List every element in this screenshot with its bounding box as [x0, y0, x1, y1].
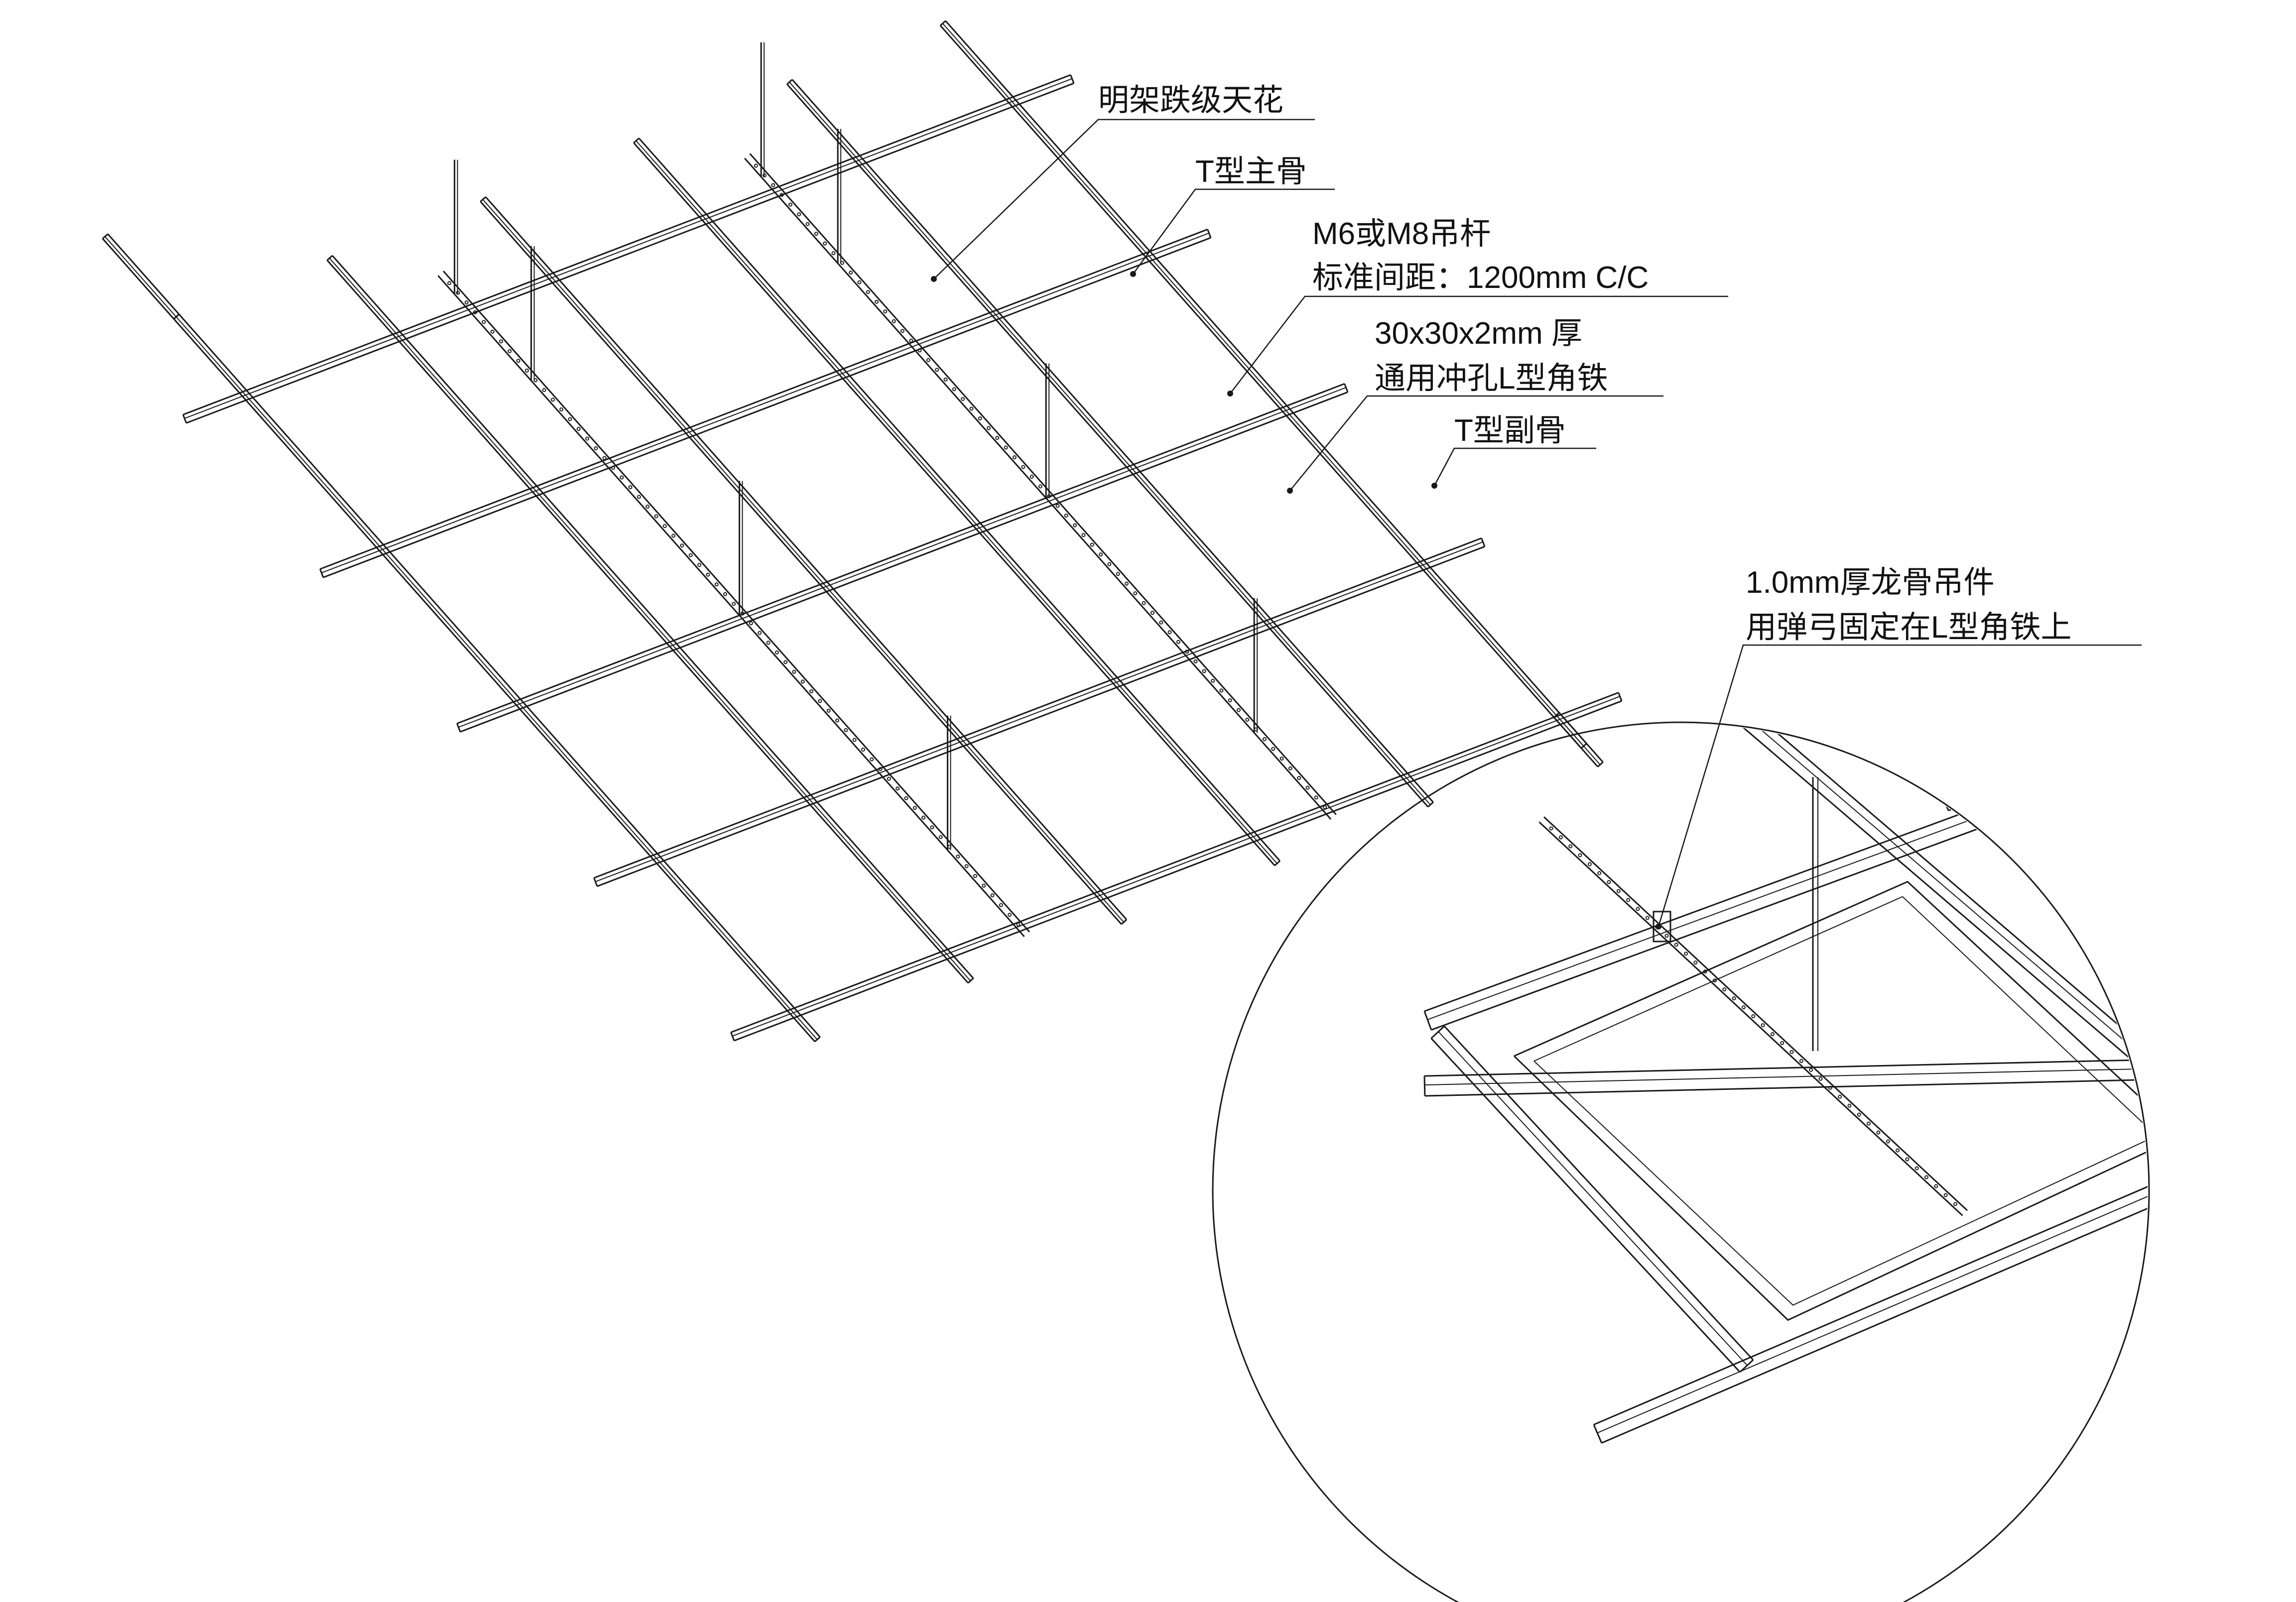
label-angle-iron-2: 通用冲孔L型角铁 — [1375, 361, 1608, 396]
cross-tee — [326, 255, 974, 984]
detail-cross-tee — [1941, 724, 2148, 811]
detail-punched-angle — [1538, 816, 1968, 1216]
detail-main-runner — [1423, 724, 2148, 1031]
leader-open-frame — [933, 119, 1315, 279]
cross-tee — [633, 137, 1280, 866]
leader-cross-tee — [1433, 447, 1596, 486]
leader-arrow — [1130, 271, 1136, 277]
label-hanger-rod-2: 标准间距：1200mm C/C — [1312, 261, 1649, 295]
leader-main-runner — [1132, 188, 1335, 274]
detail-main-runner — [1423, 1055, 2148, 1097]
main-runner — [182, 74, 1075, 424]
punched-angle — [744, 153, 1337, 820]
label-hanger-clip-2: 用弹弓固定在L型角铁上 — [1746, 610, 2071, 645]
detail-content — [1423, 724, 2148, 1444]
cross-tee — [173, 313, 821, 1043]
cross-tee — [102, 233, 180, 320]
leader-arrow — [1656, 924, 1661, 930]
detail-circle — [1212, 721, 2150, 1602]
detail-cross-tee — [1430, 1025, 1754, 1373]
label-angle-iron-1: 30x30x2mm 厚 — [1375, 316, 1582, 351]
detail-cross-tee — [1741, 724, 2148, 1110]
punched-angle — [437, 270, 1030, 937]
label-hanger-rod-1: M6或M8吊杆 — [1312, 217, 1491, 251]
cross-tee — [786, 79, 1434, 807]
cross-tee — [1553, 712, 1604, 768]
leader-arrow — [1227, 391, 1233, 397]
detail-hanger-clip — [1653, 911, 1671, 942]
leader-lines — [931, 119, 2142, 930]
leader-angle-iron — [1289, 395, 1663, 491]
detail-outline — [1212, 721, 2150, 1602]
label-open-frame-ceiling: 明架跌级天花 — [1098, 83, 1283, 118]
main-runner — [593, 537, 1486, 887]
leader-arrow — [1431, 483, 1437, 489]
leader-hanger-rod — [1230, 295, 1728, 394]
label-hanger-clip-1: 1.0mm厚龙骨吊件 — [1746, 565, 1994, 600]
main-runner — [730, 691, 1623, 1042]
ceiling-grid — [102, 20, 1623, 1043]
cross-tee — [480, 196, 1128, 925]
leader-arrow — [931, 276, 937, 282]
detail-panel — [1513, 881, 2148, 1321]
cross-tee — [939, 20, 1587, 749]
leader-hanger-clip — [1658, 644, 2142, 927]
leader-arrow — [1287, 488, 1293, 494]
label-t-main-runner: T型主骨 — [1195, 154, 1307, 189]
main-runner — [319, 228, 1212, 578]
detail-main-runner — [1593, 1120, 2148, 1444]
main-runner — [456, 383, 1349, 733]
label-t-cross-tee: T型副骨 — [1454, 413, 1566, 448]
